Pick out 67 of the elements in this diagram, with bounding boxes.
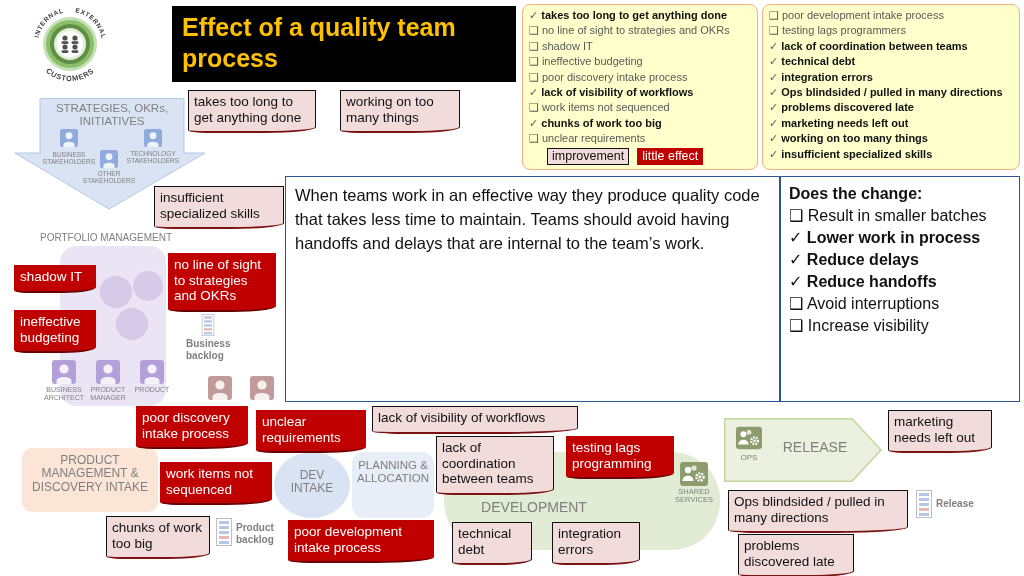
checklist-item: ❑ ineffective budgeting — [529, 54, 644, 70]
checklist-item: ✓ insufficient specialized skills — [769, 146, 934, 162]
checklist-panel — [780, 176, 1020, 402]
legend-key: improvement — [547, 147, 630, 165]
legend-key: little effect — [637, 147, 704, 165]
sticky-note: insufficient specialized skills — [154, 186, 284, 230]
checklist-item: ✓ lack of coordination between teams — [769, 38, 969, 54]
checklist-item: ❑ poor discovery intake process — [529, 69, 689, 85]
sticky-note: integration errors — [552, 522, 640, 566]
sticky-note: marketing needs left out — [888, 410, 992, 454]
checklist-item: ❑ Avoid interruptions — [789, 294, 941, 314]
sticky-note: poor development intake process — [288, 520, 434, 564]
checklist-item: ❑ work items not sequenced — [529, 100, 671, 116]
stage-label: PLANNING & ALLOCATION — [356, 459, 430, 485]
checklist-item: ❑ unclear requirements — [529, 131, 647, 147]
stage-shape — [352, 452, 434, 518]
description-panel: When teams work in an effective way they produce quality code that takes less time to maintain. Teams should avoid having handoffs and delays that are internal to the team’s work. — [285, 176, 780, 402]
sticky-note: no line of sight to strategies and OKRs — [168, 253, 276, 312]
checklist-item: ❑ shadow IT — [529, 38, 594, 54]
checklist-panel — [762, 4, 1020, 170]
stage-label: PORTFOLIO MANAGEMENT — [38, 232, 174, 244]
stage-label: DEVELOPMENT — [480, 500, 588, 516]
sticky-note: technical debt — [452, 522, 532, 566]
backlog-label: Business backlog — [186, 338, 232, 361]
backlog-label: Release — [936, 498, 975, 510]
checklist-item: ✓ marketing needs left out — [769, 115, 910, 131]
stage-label: RELEASE — [781, 440, 849, 456]
stage-label: PRODUCT MANAGEMENT & DISCOVERY INTAKE — [30, 454, 149, 495]
stage-ellipse — [274, 452, 350, 518]
checklist-item: ❑ Result in smaller batches — [789, 206, 988, 226]
stage-label: STRATEGIES, OKRs, INITIATIVES — [54, 102, 170, 128]
checklist-item: ✓ integration errors — [769, 69, 874, 85]
checklist-item: ✓ Reduce handoffs — [789, 272, 938, 292]
checklist-item: ✓ Reduce delays — [789, 250, 920, 270]
checklist-item: ✓ takes too long to get anything done — [529, 8, 729, 23]
checklist-heading: Does the change: — [789, 184, 924, 204]
sticky-note: takes too long to get anything done — [188, 90, 316, 134]
sticky-note: testing lags programming — [566, 436, 674, 480]
checklist-item: ✓ technical debt — [769, 54, 857, 70]
title-banner: Effect of a quality team process — [172, 6, 516, 82]
checklist-item: ✓ lack of visibility of workflows — [529, 85, 695, 101]
sticky-note: working on too many things — [340, 90, 460, 134]
icon-caption: OPS — [739, 454, 759, 463]
sticky-note: ineffective budgeting — [14, 310, 96, 354]
checklist-item: ✓ working on too many things — [769, 131, 929, 147]
backlog-label: Product backlog — [236, 522, 275, 545]
sticky-note: problems discovered late — [738, 534, 854, 576]
sticky-note: work items not sequenced — [160, 462, 272, 506]
sticky-note: lack of visibility of workflows — [372, 406, 578, 434]
sticky-note: unclear requirements — [256, 410, 366, 454]
sticky-note: lack of coordination between teams — [436, 436, 554, 495]
sticky-note: chunks of work too big — [106, 516, 210, 560]
checklist-item: ✓ Ops blindsided / pulled in many directions — [769, 85, 1004, 101]
sticky-note: shadow IT — [14, 265, 96, 293]
checklist-item: ❑ Increase visibility — [789, 316, 930, 336]
stage-label: DEV INTAKE — [289, 469, 335, 496]
stage-pentagon — [724, 418, 882, 482]
checklist-item: ✓ Lower work in process — [789, 228, 982, 248]
checklist-item: ❑ poor development intake process — [769, 8, 945, 23]
checklist-panel — [522, 4, 758, 170]
checklist-item: ✓ problems discovered late — [769, 100, 915, 116]
sticky-note: Ops blindsided / pulled in many directions — [728, 490, 908, 534]
stage-box — [22, 448, 158, 512]
checklist-item: ❑ testing lags programmers — [769, 23, 908, 39]
checklist-item: ✓ chunks of work too big — [529, 115, 663, 131]
sticky-note: poor discovery intake process — [136, 406, 248, 450]
checklist-item: ❑ no line of sight to strategies and OKRs — [529, 23, 731, 39]
